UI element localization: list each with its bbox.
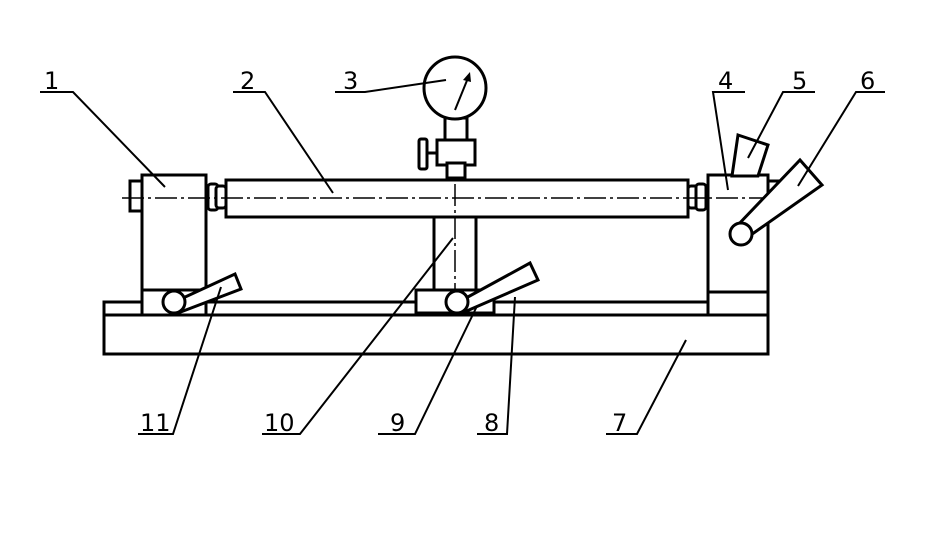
dial-gauge [417,55,488,180]
label-1: 1 [44,67,59,95]
right-lever [728,157,825,247]
rod-collars [206,182,708,212]
label-3: 3 [343,67,358,95]
label-5: 5 [792,67,807,95]
leader-lines [40,79,885,435]
label-6: 6 [860,67,875,95]
label-10: 10 [264,409,295,437]
label-7: 7 [612,409,627,437]
label-2: 2 [240,67,255,95]
label-8: 8 [484,409,499,437]
label-11: 11 [140,409,171,437]
label-4: 4 [718,67,733,95]
center-lever [444,260,541,315]
left-lever [161,271,243,315]
part-labels: 1 2 3 4 5 6 11 10 9 8 7 [44,67,875,437]
label-9: 9 [390,409,405,437]
